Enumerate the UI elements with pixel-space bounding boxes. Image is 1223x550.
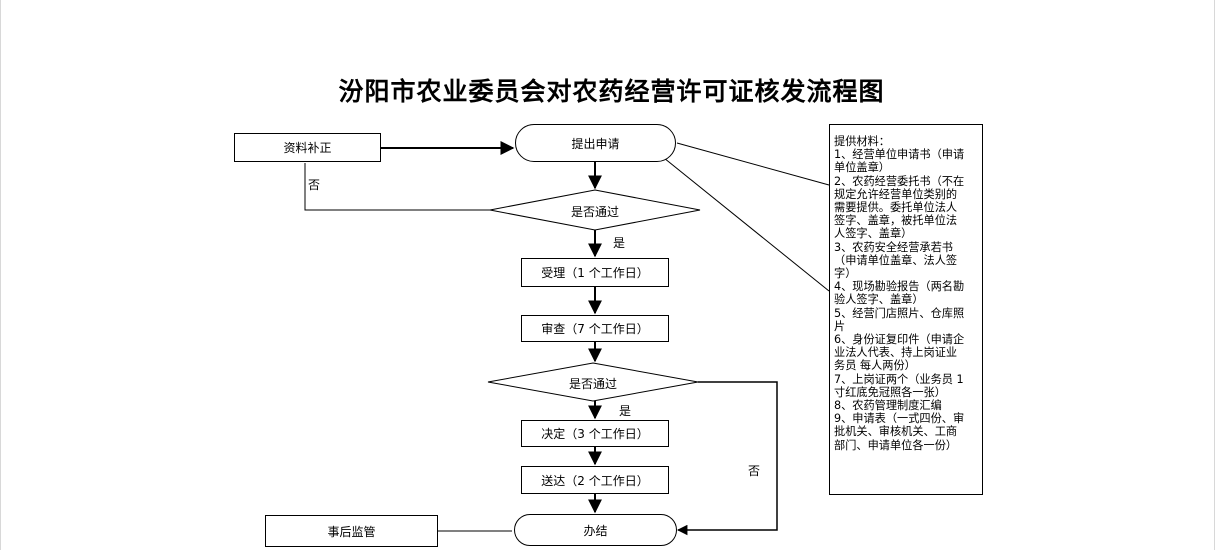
materials-line: （申请单位盖章、法人签 xyxy=(834,253,958,267)
materials-line: 业法人代表、持上岗证业 xyxy=(834,346,958,360)
materials-line: 部门、申请单位各一份） xyxy=(834,438,958,452)
materials-line: 验人签字、盖章） xyxy=(834,293,924,307)
materials-line: 5、经营门店照片、仓库照 xyxy=(834,306,965,320)
materials-line: 批机关、审核机关、工商 xyxy=(834,425,958,439)
accept-label: 受理（1 个工作日） xyxy=(541,266,649,280)
deliver-box: 送达（2 个工作日） xyxy=(521,466,669,494)
materials-line: 2、农药经营委托书（不在 xyxy=(834,174,965,188)
materials-line: 6、身份证复印件（申请企 xyxy=(834,333,965,347)
supervise-label: 事后监管 xyxy=(327,524,376,539)
edge-label-yes-1: 是 xyxy=(613,236,626,250)
decide-box: 决定（3 个工作日） xyxy=(521,420,669,447)
materials-line: 9、申请表（一式四份、审 xyxy=(834,412,965,426)
materials-line: 7、上岗证两个（业务员 1 xyxy=(834,372,964,386)
materials-line: 8、农药管理制度汇编 xyxy=(834,399,942,413)
edge-label-no-2: 否 xyxy=(748,464,761,478)
materials-line: 签字、盖章，被托单位法 xyxy=(834,214,958,228)
deliver-label: 送达（2 个工作日） xyxy=(541,473,649,488)
materials-heading: 提供材料： xyxy=(834,135,890,148)
review-label: 审查（7 个工作日） xyxy=(541,322,649,336)
edge-label-yes-2: 是 xyxy=(619,404,632,418)
supervise-box: 事后监管 xyxy=(265,515,438,547)
correction-label: 资料补正 xyxy=(283,141,332,155)
materials-line: 单位盖章） xyxy=(834,161,890,175)
materials-panel: 提供材料： 1、经营单位申请书（申请 单位盖章） 2、农药经营委托书（不在 规定… xyxy=(829,124,983,495)
decide-label: 决定（3 个工作日） xyxy=(541,427,649,441)
callout-line-upper xyxy=(676,142,830,186)
materials-line: 需要提供。委托单位法人 xyxy=(834,201,958,215)
page-title: 汾阳市农业委员会对农药经营许可证核发流程图 xyxy=(338,77,885,106)
materials-line: 务员 每人两份） xyxy=(834,359,916,373)
materials-line: 1、经营单位申请书（申请 xyxy=(834,148,965,162)
page-edge-right xyxy=(1214,0,1215,550)
arrow-check2-no-to-finish xyxy=(676,381,778,536)
review-box: 审查（7 个工作日） xyxy=(521,315,669,342)
materials-line: 人签字、盖章） xyxy=(834,227,913,241)
materials-line: 4、现场勘验报告（两名勘 xyxy=(834,280,965,294)
decision-diamond-2 xyxy=(487,362,699,402)
materials-line: 寸红底免冠照各一张） xyxy=(834,385,946,399)
check2-label: 是否通过 xyxy=(568,377,617,391)
callout-line-lower xyxy=(663,157,830,292)
finish-terminal: 办结 xyxy=(514,514,677,546)
edge-label-no-1: 否 xyxy=(308,178,321,192)
finish-label: 办结 xyxy=(583,523,608,538)
check1-label: 是否通过 xyxy=(570,205,619,219)
materials-line: 字） xyxy=(834,267,857,281)
materials-line: 3、农药安全经营承若书 xyxy=(834,240,953,254)
materials-line: 片 xyxy=(834,319,846,333)
line-check1-no-to-correction xyxy=(304,163,490,211)
apply-label: 提出申请 xyxy=(571,136,620,151)
page-edge-left xyxy=(0,0,1,550)
correction-box: 资料补正 xyxy=(234,133,381,162)
accept-box: 受理（1 个工作日） xyxy=(521,258,669,287)
apply-terminal: 提出申请 xyxy=(515,124,676,162)
materials-line: 规定允许经营单位类别的 xyxy=(834,187,958,201)
